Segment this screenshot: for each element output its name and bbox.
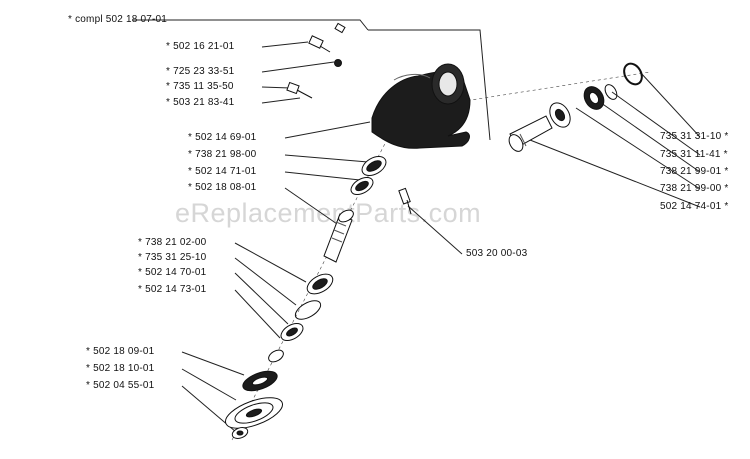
label-part-12: * 502 14 73-01	[138, 284, 207, 295]
label-part-8: * 502 18 08-01	[188, 182, 257, 193]
label-compl: * compl 502 18 07-01	[68, 14, 168, 25]
label-part-1: * 502 16 21-01	[166, 41, 235, 52]
label-part-19: 738 21 99-01 *	[660, 166, 729, 177]
label-part-20: 738 21 99-00 *	[660, 183, 729, 194]
label-part-3: * 735 11 35-50	[166, 81, 234, 92]
label-part-9: * 738 21 02-00	[138, 237, 207, 248]
label-part-2: * 725 23 33-51	[166, 66, 235, 77]
right-stack	[508, 62, 643, 152]
watermark: eReplacementParts.com	[175, 198, 482, 228]
label-part-4: * 503 21 83-41	[166, 97, 235, 108]
label-part-6: * 738 21 98-00	[188, 149, 257, 160]
label-part-15: * 502 04 55-01	[86, 380, 155, 391]
label-part-13: * 502 18 09-01	[86, 346, 155, 357]
label-part-18: 735 31 11-41 *	[660, 149, 728, 160]
screw-top	[286, 22, 346, 99]
label-part-17: 735 31 31-10 *	[660, 131, 729, 142]
label-part-10: * 735 31 25-10	[138, 252, 207, 263]
leader-lines	[133, 19, 701, 433]
label-part-21: 502 14 74-01 *	[660, 201, 729, 212]
label-part-14: * 502 18 10-01	[86, 363, 155, 374]
gear-housing	[371, 63, 471, 149]
label-part-16: 503 20 00-03	[466, 248, 528, 259]
label-part-5: * 502 14 69-01	[188, 132, 257, 143]
center-bolt	[398, 187, 412, 215]
label-part-7: * 502 14 71-01	[188, 166, 257, 177]
lower-stack	[225, 156, 387, 439]
label-part-11: * 502 14 70-01	[138, 267, 207, 278]
